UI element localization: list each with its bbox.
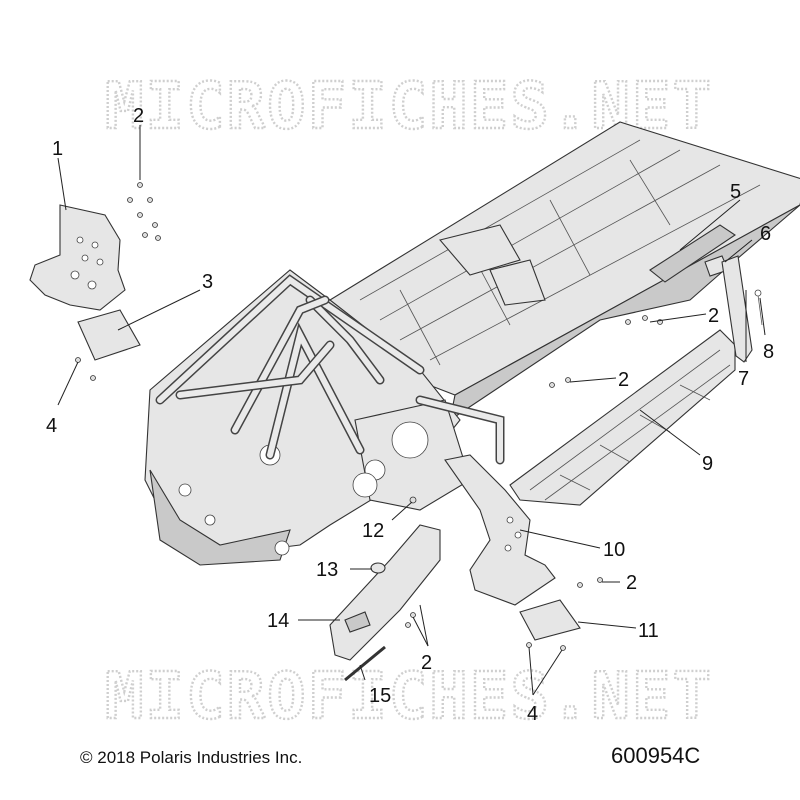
callout-4-left: 4 <box>46 415 57 437</box>
callout-2-lower-right: 2 <box>626 572 637 594</box>
callout-7: 7 <box>738 368 749 390</box>
part-14-lower-guard <box>329 524 441 661</box>
tube-frame <box>155 274 505 465</box>
callout-9: 9 <box>702 453 713 475</box>
part-9-running-board <box>509 329 736 506</box>
part-10-bracket <box>444 454 556 606</box>
callout-4-bottom: 4 <box>527 703 538 725</box>
part-8-bolt <box>754 289 763 326</box>
part-3-panel <box>77 309 141 361</box>
callout-2-right-upper: 2 <box>708 305 719 327</box>
part-1-front-guard <box>29 204 126 311</box>
watermark-bottom: MICROFICHES.NET <box>105 660 713 734</box>
callout-6: 6 <box>760 223 771 245</box>
callout-14: 14 <box>267 610 289 632</box>
callout-5: 5 <box>730 181 741 203</box>
callout-10: 10 <box>603 539 625 561</box>
fastener-group <box>75 182 663 651</box>
drawing-number: 600954C <box>611 743 701 768</box>
leader-lines <box>57 125 766 696</box>
part-13-grommet <box>370 562 386 574</box>
callout-2-middle: 2 <box>618 369 629 391</box>
part-11-panel <box>519 599 581 641</box>
callout-2-bottom: 2 <box>421 652 432 674</box>
callout-11: 11 <box>638 620 659 642</box>
callout-8: 8 <box>763 341 774 363</box>
copyright-text: © 2018 Polaris Industries Inc. <box>80 748 303 767</box>
callout-13: 13 <box>316 559 338 581</box>
callout-3: 3 <box>202 271 213 293</box>
part-15-rod <box>344 645 386 682</box>
part-7-bar <box>721 255 753 363</box>
callout-12: 12 <box>362 520 384 542</box>
part-5-bracket <box>649 224 736 283</box>
callout-2-top: 2 <box>133 105 144 127</box>
callout-15: 15 <box>369 685 391 707</box>
callout-1: 1 <box>52 138 63 160</box>
